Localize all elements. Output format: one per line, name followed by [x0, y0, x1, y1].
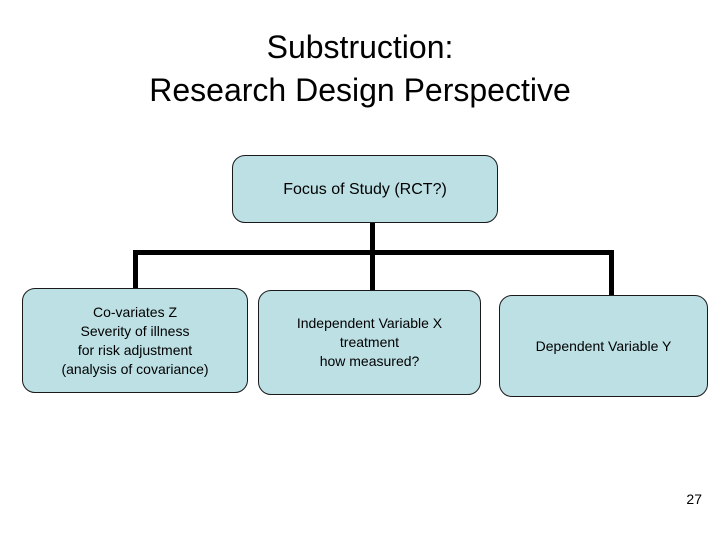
diagram-node-text-line: Severity of illness — [80, 322, 190, 339]
diagram-node-text-line: how measured? — [319, 353, 420, 369]
diagram-node-text-line: Co-variates Z — [92, 303, 178, 320]
page-title-line-2: Research Design Perspective — [149, 72, 571, 108]
diagram-node-focus-of-study-label: Focus of Study (RCT?) — [233, 179, 497, 200]
connector-drop-independent-variable — [370, 250, 375, 291]
diagram-node-text-line: Independent Variable X — [296, 315, 443, 331]
diagram-node-dependent-variable: Dependent Variable Y — [499, 295, 708, 397]
connector-drop-co-variates — [133, 250, 138, 289]
page-title-line-1: Substruction: — [266, 29, 454, 65]
connector-drop-dependent-variable — [609, 250, 614, 296]
diagram-node-text-line: treatment — [339, 334, 400, 350]
diagram-node-text-line: Focus of Study (RCT?) — [283, 180, 447, 198]
diagram-node-co-variates: Co-variates Z Severity of illness for ri… — [22, 288, 248, 393]
page-number: 27 — [686, 491, 702, 507]
diagram-node-dependent-variable-label: Dependent Variable Y — [500, 337, 707, 356]
diagram-node-text-line: for risk adjustment — [77, 341, 193, 358]
diagram-node-focus-of-study: Focus of Study (RCT?) — [232, 155, 498, 223]
page-title: Substruction: Research Design Perspectiv… — [0, 26, 720, 112]
diagram-node-text-line: (analysis of covariance) — [61, 360, 209, 377]
diagram-node-co-variates-label: Co-variates Z Severity of illness for ri… — [23, 303, 247, 379]
diagram-node-independent-variable-label: Independent Variable X treatment how mea… — [259, 314, 480, 371]
diagram-node-text-line: Dependent Variable Y — [535, 337, 672, 354]
connector-root-stem — [370, 222, 375, 253]
diagram-node-independent-variable: Independent Variable X treatment how mea… — [258, 290, 481, 395]
